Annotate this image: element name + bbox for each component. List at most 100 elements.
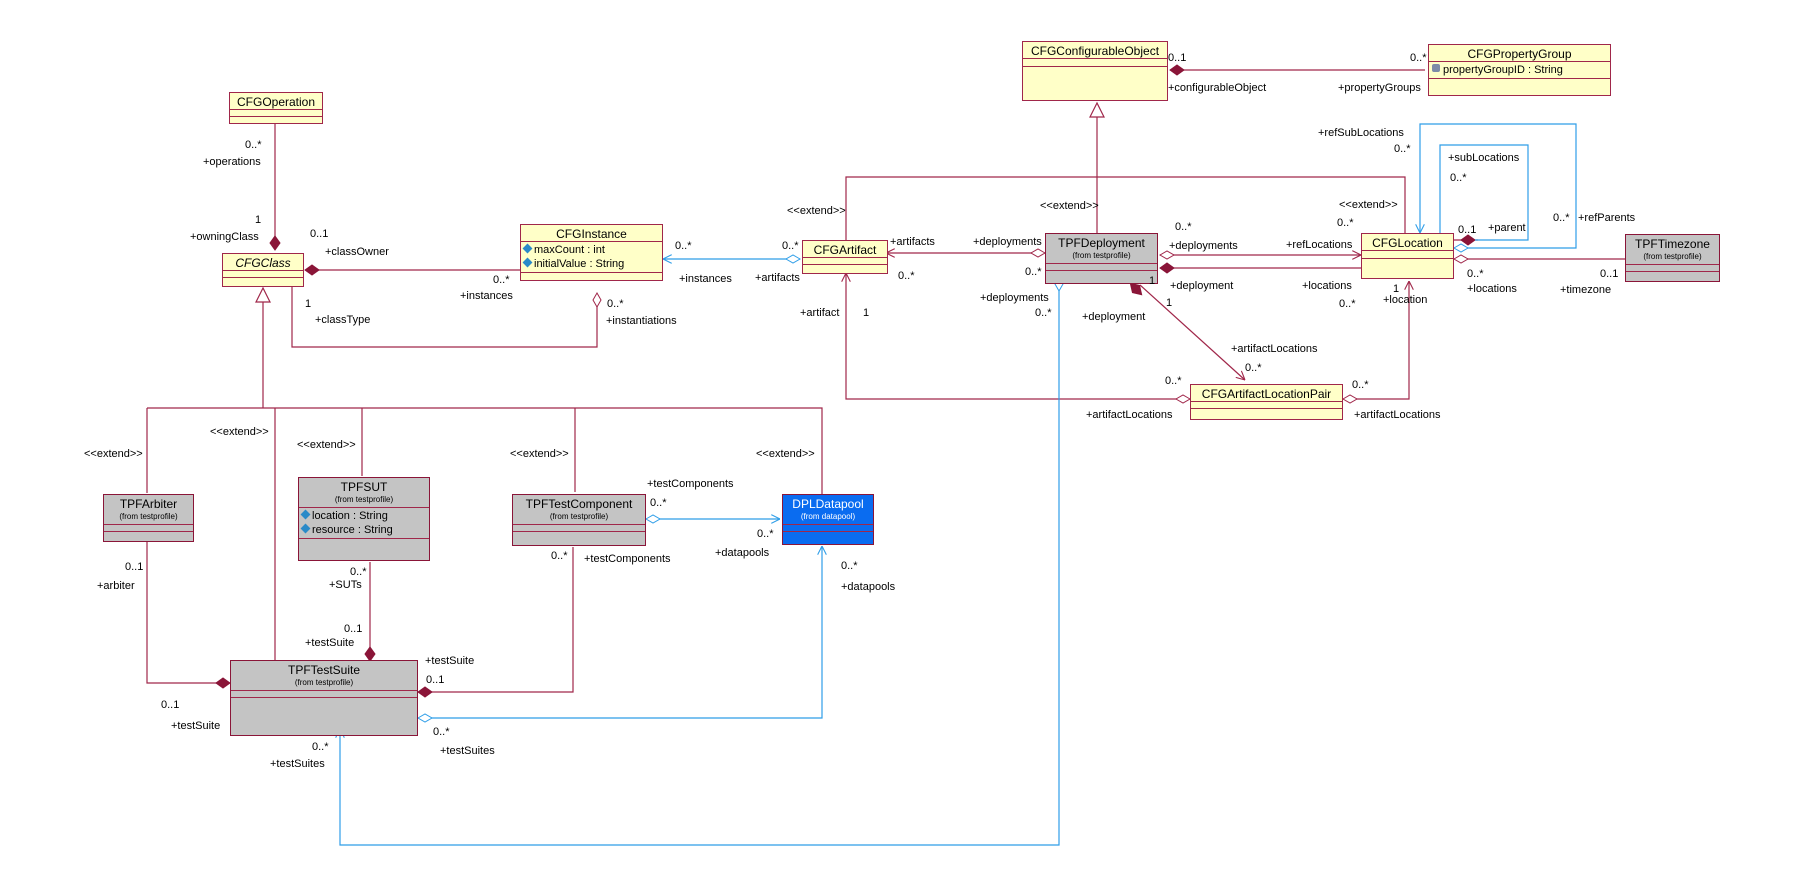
- role-label: +instances: [679, 273, 732, 285]
- multiplicity-label: 0..*: [493, 274, 510, 286]
- role-label: +datapools: [841, 581, 896, 593]
- multiplicity-label: 1: [1393, 283, 1400, 295]
- role-label: +propertyGroups: [1338, 82, 1421, 94]
- multiplicity-label: 0..*: [1245, 362, 1262, 374]
- multiplicity-label: 0..*: [1410, 52, 1427, 64]
- aggregation-diamonds: [592, 248, 1470, 404]
- role-label: +subLocations: [1448, 152, 1520, 164]
- class-cfg-property-group[interactable]: CFGPropertyGroup propertyGroupID : Strin…: [1428, 44, 1611, 96]
- role-label: +datapools: [715, 547, 770, 559]
- stereotype-label: <<extend>>: [1040, 200, 1099, 212]
- multiplicity-label: 0..1: [1168, 52, 1187, 64]
- class-name: DPLDatapool: [792, 497, 864, 511]
- protected-attribute-icon: [1432, 64, 1440, 72]
- class-name: CFGInstance: [556, 227, 627, 241]
- class-tpf-arbiter[interactable]: TPFArbiter(from testprofile): [103, 494, 194, 542]
- multiplicity-label: 0..*: [433, 726, 450, 738]
- multiplicity-label: 0..1: [426, 674, 445, 686]
- blue-association-lines: [340, 123, 1577, 846]
- class-tpf-sut[interactable]: TPFSUT(from testprofile) location : Stri…: [298, 477, 430, 561]
- class-name: CFGConfigurableObject: [1030, 44, 1160, 58]
- role-label: +location: [1383, 294, 1428, 306]
- class-name: TPFTimezone: [1635, 237, 1710, 251]
- multiplicity-label: 0..*: [1337, 217, 1354, 229]
- stereotype-label: <<extend>>: [210, 426, 269, 438]
- class-name: TPFTestSuite: [287, 663, 361, 677]
- blue-aggregation-diamonds: [416, 243, 1470, 723]
- class-dpl-datapool[interactable]: DPLDatapool(from datapool): [782, 494, 874, 545]
- attribute-icon: [300, 509, 311, 520]
- role-label: +parent: [1488, 222, 1526, 234]
- multiplicity-label: 0..*: [1553, 212, 1570, 224]
- role-label: +artifactLocations: [1086, 409, 1173, 421]
- stereotype-label: <<extend>>: [510, 448, 569, 460]
- multiplicity-label: 0..*: [1394, 143, 1411, 155]
- class-tpf-deployment[interactable]: TPFDeployment(from testprofile): [1045, 233, 1158, 284]
- multiplicity-label: 1: [1166, 297, 1173, 309]
- class-cfg-class[interactable]: CFGClass: [222, 253, 304, 287]
- multiplicity-label: 0..*: [1450, 172, 1467, 184]
- multiplicity-label: 0..*: [898, 270, 915, 282]
- role-label: +testSuite: [305, 637, 355, 649]
- class-name: CFGLocation: [1372, 236, 1443, 250]
- package-label: (from datapool): [800, 512, 856, 521]
- package-label: (from testprofile): [1072, 251, 1131, 260]
- class-name: TPFDeployment: [1058, 236, 1145, 250]
- generalization-triangles: [255, 101, 1105, 303]
- role-label: +arbiter: [97, 580, 135, 592]
- package-label: (from testprofile): [334, 495, 394, 504]
- stereotype-label: <<extend>>: [84, 448, 143, 460]
- multiplicity-label: 1: [255, 214, 262, 226]
- multiplicity-label: 0..1: [1600, 268, 1619, 280]
- package-label: (from testprofile): [549, 512, 609, 521]
- class-name: CFGArtifactLocationPair: [1201, 387, 1332, 401]
- role-label: +artifact: [800, 307, 840, 319]
- class-cfg-artifact[interactable]: CFGArtifact: [802, 240, 888, 274]
- stereotype-label: <<extend>>: [297, 439, 356, 451]
- role-label: +artifactLocations: [1231, 343, 1318, 355]
- multiplicity-label: 1: [1149, 275, 1156, 287]
- multiplicity-label: 0..*: [1025, 266, 1042, 278]
- attribute-resource: resource : String: [300, 523, 426, 537]
- role-label: +classType: [315, 314, 371, 326]
- stereotype-label: <<extend>>: [756, 448, 815, 460]
- role-label: +SUTs: [329, 579, 362, 591]
- class-cfg-artifact-location-pair[interactable]: CFGArtifactLocationPair: [1190, 384, 1343, 420]
- role-label: +instances: [460, 290, 513, 302]
- attribute-location: location : String: [300, 509, 426, 523]
- role-label: +testComponents: [647, 478, 734, 490]
- multiplicity-label: 0..*: [1467, 268, 1484, 280]
- class-tpf-timezone[interactable]: TPFTimezone(from testprofile): [1625, 234, 1720, 282]
- multiplicity-label: 0..*: [245, 139, 262, 151]
- package-label: (from testprofile): [119, 512, 178, 521]
- class-cfg-operation[interactable]: CFGOperation: [229, 92, 323, 124]
- attribute-icon: [522, 257, 533, 268]
- class-name: CFGClass: [235, 256, 291, 270]
- attribute-icon: [522, 243, 533, 254]
- multiplicity-label: 0..1: [310, 228, 329, 240]
- stereotype-label: <<extend>>: [787, 205, 846, 217]
- role-label: +deployment: [1170, 280, 1234, 292]
- class-tpf-test-component[interactable]: TPFTestComponent(from testprofile): [512, 494, 646, 546]
- multiplicity-label: 0..*: [782, 240, 799, 252]
- class-cfg-instance[interactable]: CFGInstance maxCount : int initialValue …: [520, 224, 663, 281]
- class-name: TPFArbiter: [119, 497, 178, 511]
- multiplicity-label: 0..*: [757, 528, 774, 540]
- multiplicity-label: 0..*: [675, 240, 692, 252]
- role-label: +deployments: [1169, 240, 1238, 252]
- class-tpf-test-suite[interactable]: TPFTestSuite(from testprofile): [230, 660, 418, 736]
- stereotype-label: <<extend>>: [1339, 199, 1398, 211]
- multiplicity-label: 0..*: [1035, 307, 1052, 319]
- class-cfg-configurable-object[interactable]: CFGConfigurableObject: [1022, 41, 1168, 101]
- class-cfg-location[interactable]: CFGLocation: [1361, 233, 1454, 279]
- role-label: +instantiations: [606, 315, 677, 327]
- role-label: +testComponents: [584, 553, 671, 565]
- attribute-initial-value: initialValue : String: [522, 257, 659, 271]
- multiplicity-label: 0..*: [551, 550, 568, 562]
- multiplicity-label: 1: [305, 298, 312, 310]
- multiplicity-label: 0..*: [350, 566, 367, 578]
- package-label: (from testprofile): [1643, 252, 1702, 261]
- role-label: +artifacts: [890, 236, 935, 248]
